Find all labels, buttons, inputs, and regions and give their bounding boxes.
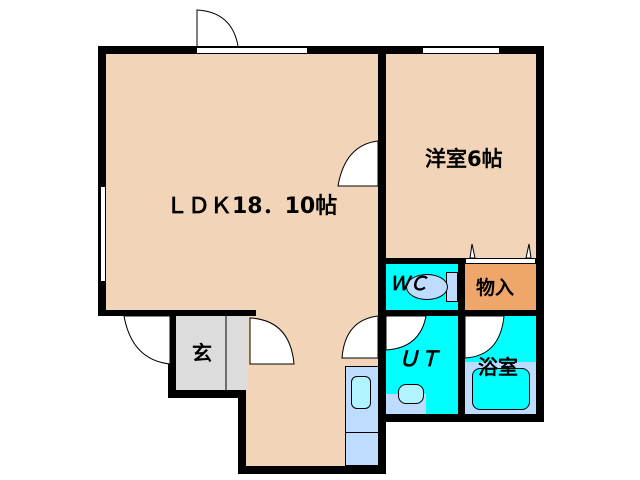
wall-genkan-left xyxy=(168,316,176,398)
washbasin-bowl xyxy=(398,384,424,404)
wall-genkan-bottom xyxy=(168,390,246,398)
bath-label: 浴室 xyxy=(478,355,518,379)
window-ldk-left xyxy=(100,186,106,282)
wall-wc-storage-divider xyxy=(458,258,465,422)
ldk-floor xyxy=(106,54,378,312)
wall-corridor-left xyxy=(238,390,246,474)
wall-bath-bottom xyxy=(378,414,544,422)
genkan-label: 玄 xyxy=(192,341,212,365)
wall-corridor-right xyxy=(378,310,386,474)
storage-floor xyxy=(465,264,536,310)
kitchen-sink xyxy=(351,376,371,409)
genkan-floor xyxy=(176,316,248,390)
window-ldk-top xyxy=(196,47,308,54)
window-western-top xyxy=(422,47,500,54)
wall-right xyxy=(536,46,544,422)
toilet-bowl xyxy=(406,274,448,300)
ldk-label: ＬＤＫ18．10帖 xyxy=(166,194,338,219)
ut-label: ＵＴ xyxy=(398,347,440,371)
storage-label: 物入 xyxy=(476,277,515,299)
western-room-label: 洋室6帖 xyxy=(425,147,503,171)
wall-left xyxy=(98,46,106,316)
closet-door-track xyxy=(465,258,536,264)
wall-ldk-western-divider xyxy=(378,46,386,316)
wc-label: ＷＣ xyxy=(390,273,429,295)
kitchen-divider xyxy=(345,432,379,433)
bathtub xyxy=(472,368,530,410)
wall-wc-bottom xyxy=(386,310,536,316)
western-room-floor xyxy=(386,54,536,260)
wall-corridor-bottom xyxy=(238,466,386,474)
wall-ldk-bottom-left xyxy=(98,310,256,316)
